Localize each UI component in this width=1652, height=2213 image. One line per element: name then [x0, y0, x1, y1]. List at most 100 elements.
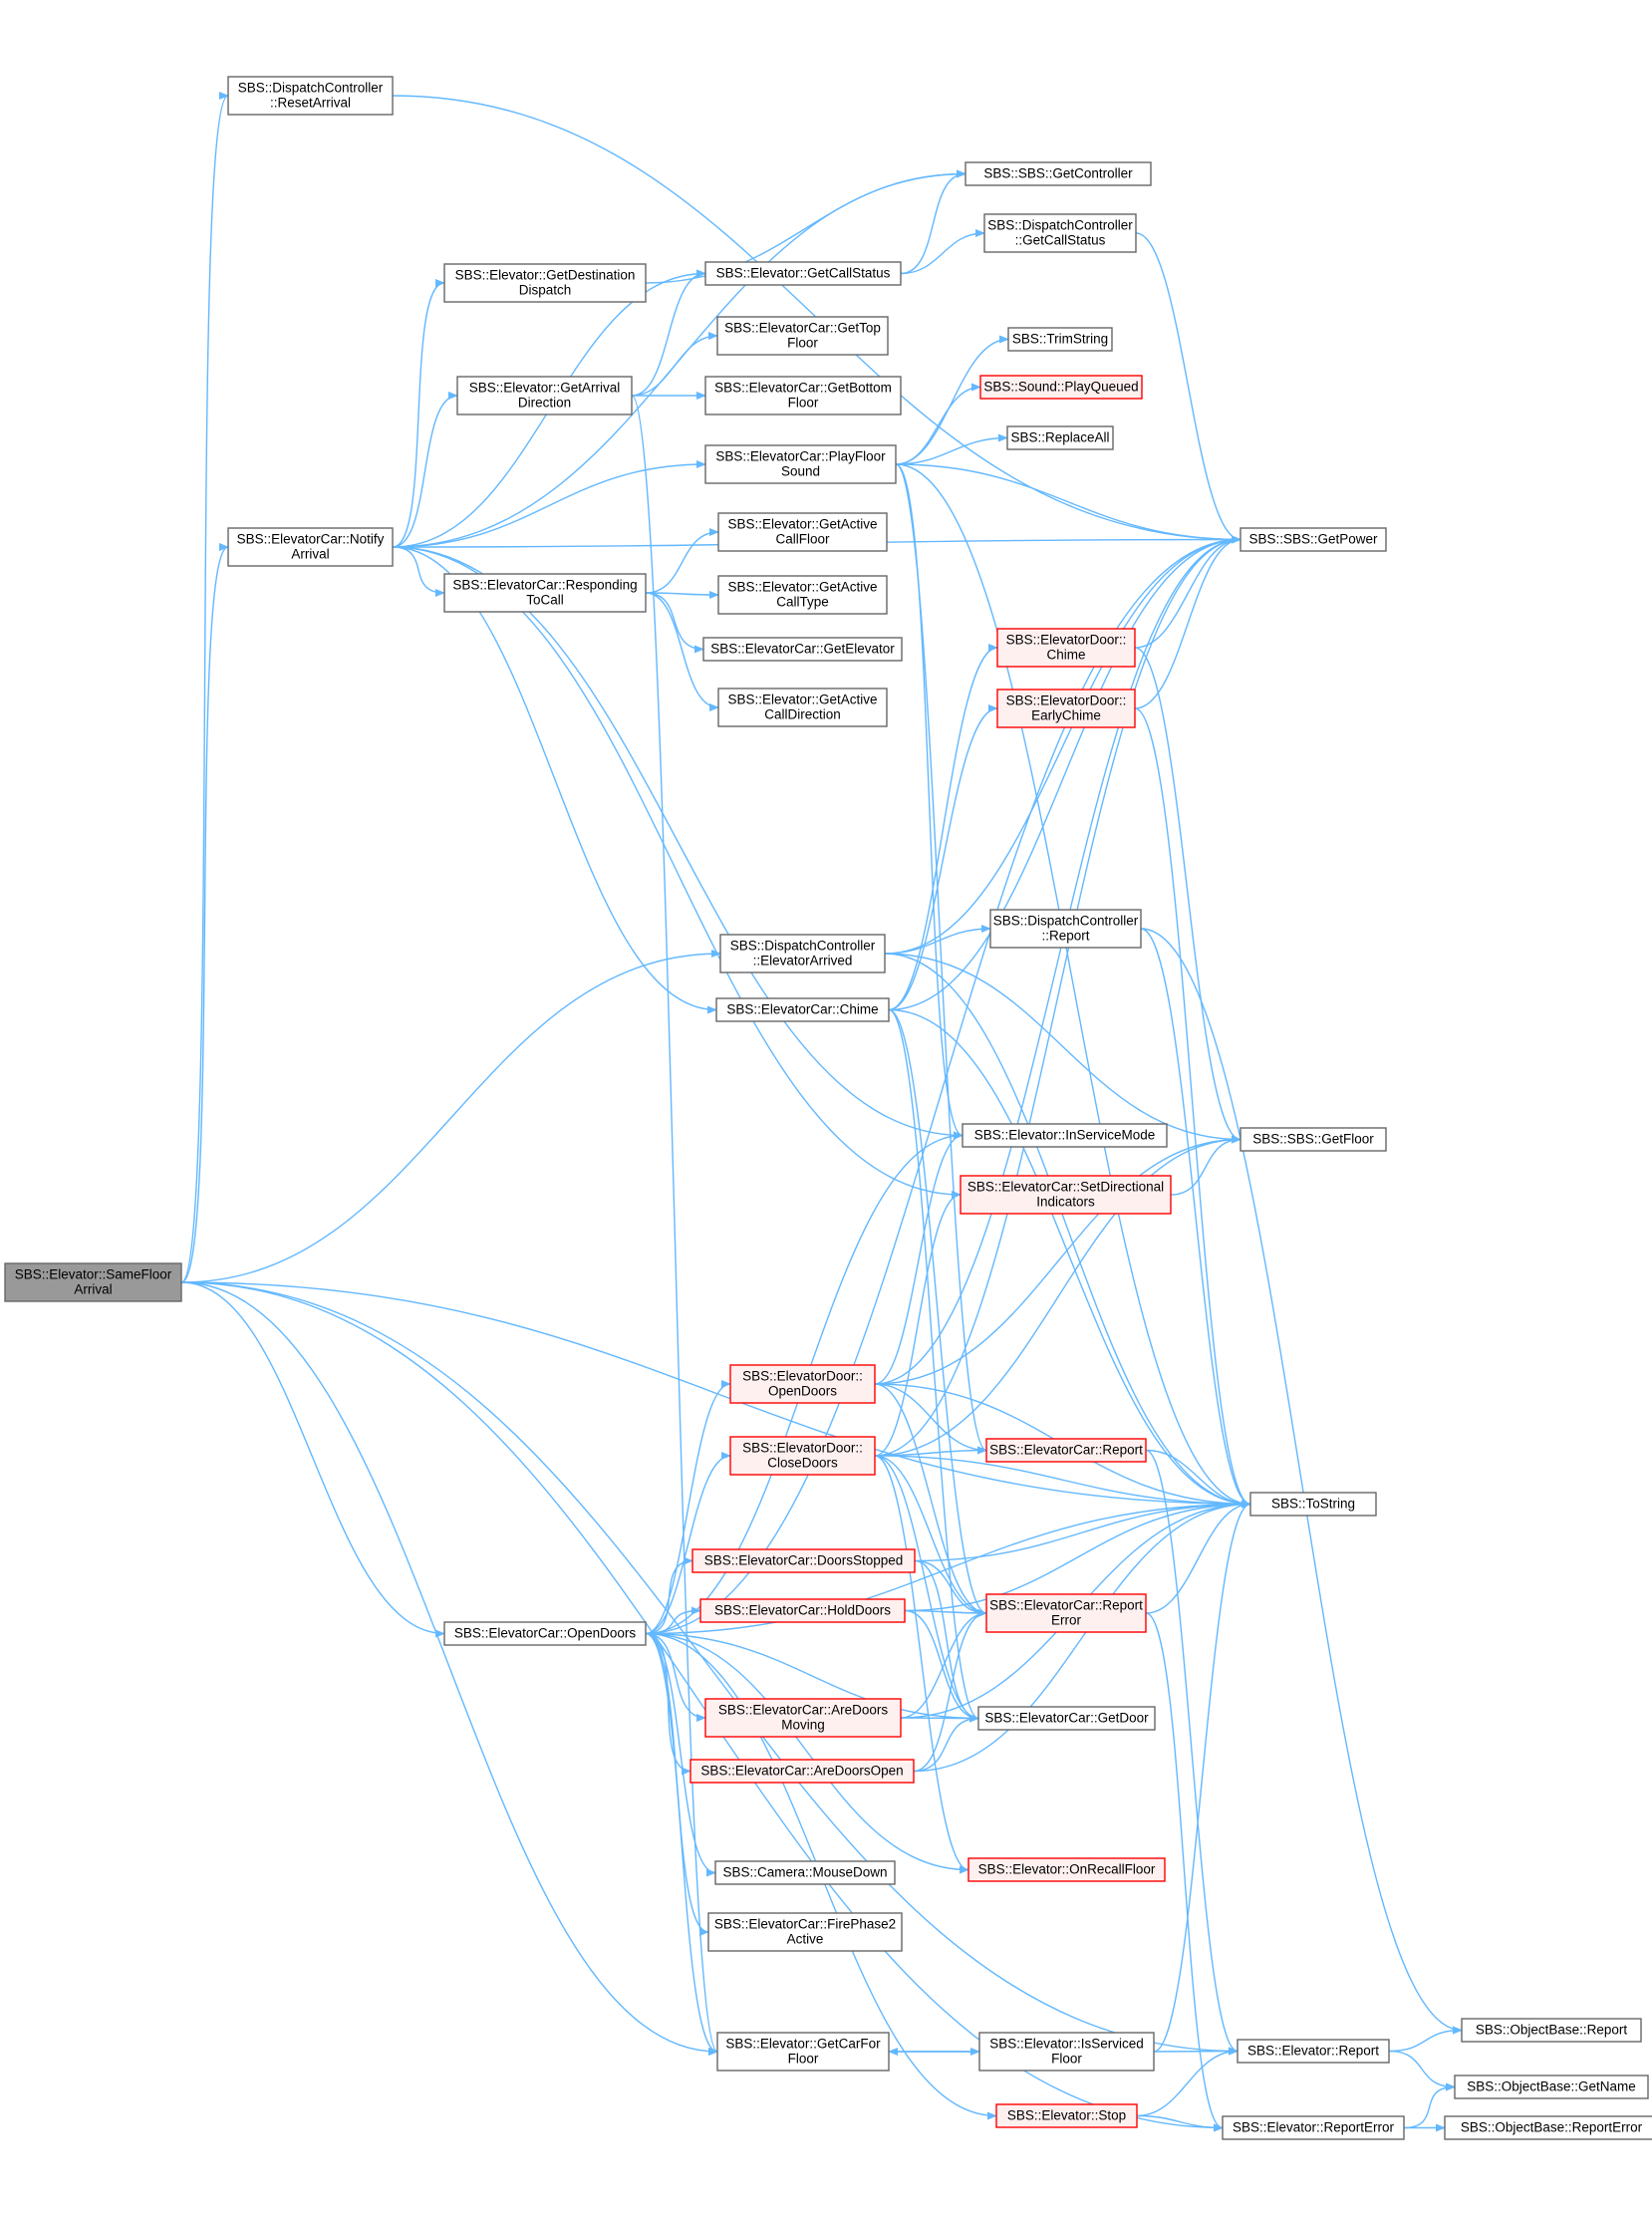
node-label: Floor — [1051, 2052, 1082, 2067]
node-obreport[interactable]: SBS::ObjectBase::Report — [1461, 2018, 1642, 2043]
edge-opendoorsCar-to-tostring — [645, 1500, 1251, 1635]
node-onrecallfloor[interactable]: SBS::Elevator::OnRecallFloor — [967, 1857, 1166, 1882]
edge-isservicedfloor-to-tostring — [1153, 1500, 1251, 2053]
node-obgetname[interactable]: SBS::ObjectBase::GetName — [1454, 2075, 1649, 2099]
node-getfloor[interactable]: SBS::SBS::GetFloor — [1239, 1127, 1387, 1152]
edge-playfloorsound-to-trimstring — [895, 335, 1009, 465]
node-dcgetcallstatus[interactable]: SBS::DispatchController::GetCallStatus — [983, 213, 1137, 253]
node-label: SBS::ElevatorCar::Notify — [237, 532, 385, 547]
node-doorclosedoors[interactable]: SBS::ElevatorDoor::CloseDoors — [729, 1436, 876, 1476]
node-label: Sound — [781, 464, 820, 479]
node-elevarrived[interactable]: SBS::DispatchController::ElevatorArrived — [719, 934, 886, 973]
edge-carchime-to-doorchime — [888, 644, 998, 1011]
node-setdirind[interactable]: SBS::ElevatorCar::SetDirectionalIndicato… — [960, 1175, 1172, 1215]
node-label: SBS::ElevatorCar::GetElevator — [710, 642, 895, 657]
node-label: SBS::ElevatorCar::Report — [989, 1443, 1143, 1458]
node-box — [704, 1698, 902, 1738]
edge-dooropendoors-to-getfloor — [874, 1135, 1241, 1385]
node-getcallstatus[interactable]: SBS::Elevator::GetCallStatus — [704, 261, 902, 286]
node-getdoor[interactable]: SBS::ElevatorCar::GetDoor — [977, 1706, 1156, 1731]
edge-carreport-to-tostring — [1145, 1449, 1251, 1509]
edge-playfloorsound-to-playqueued — [895, 383, 981, 465]
node-box — [689, 1759, 915, 1784]
node-carreport[interactable]: SBS::ElevatorCar::Report — [985, 1438, 1147, 1463]
node-getcontroller[interactable]: SBS::SBS::GetController — [964, 161, 1152, 186]
edge-dcreport-to-tostring — [1140, 928, 1251, 1509]
node-holddoors[interactable]: SBS::ElevatorCar::HoldDoors — [699, 1598, 906, 1623]
edge-respcall-to-getactivecalltype — [645, 590, 719, 599]
edge-doorchime-to-getpower — [1134, 535, 1241, 649]
edge-aredoorsopen-to-tostring — [913, 1500, 1251, 1773]
node-label: SBS::ElevatorCar::SetDirectional — [967, 1180, 1164, 1195]
node-doorearlychime[interactable]: SBS::ElevatorDoor::EarlyChime — [996, 689, 1136, 728]
node-elevreport[interactable]: SBS::Elevator::Report — [1237, 2039, 1390, 2064]
node-label: SBS::SBS::GetFloor — [1252, 1132, 1374, 1147]
node-label: SBS::ElevatorCar::Chime — [726, 1002, 878, 1017]
node-inservicemode[interactable]: SBS::Elevator::InServiceMode — [962, 1123, 1168, 1148]
node-box — [1444, 2115, 1652, 2140]
node-label: SBS::ObjectBase::Report — [1476, 2023, 1628, 2038]
node-label: ::GetCallStatus — [1015, 233, 1106, 248]
node-dooropendoors[interactable]: SBS::ElevatorDoor::OpenDoors — [729, 1364, 876, 1404]
node-tostring[interactable]: SBS::ToString — [1249, 1492, 1377, 1517]
node-box — [227, 527, 394, 567]
edge-playfloorsound-to-carreport — [895, 463, 987, 1455]
edge-notify-to-respcall — [392, 546, 445, 597]
edge-root-to-elevreport — [180, 1281, 1239, 2056]
node-box — [1006, 425, 1114, 450]
node-dcreport[interactable]: SBS::DispatchController::Report — [989, 909, 1142, 949]
node-box — [691, 1548, 916, 1573]
edge-holddoors-to-getdoor — [904, 1609, 979, 1723]
node-getpower[interactable]: SBS::SBS::GetPower — [1239, 527, 1387, 552]
node-label: Error — [1051, 1613, 1082, 1628]
edge-doorclosedoors-to-carreporterror — [874, 1455, 987, 1617]
node-aredoorsopen[interactable]: SBS::ElevatorCar::AreDoorsOpen — [689, 1759, 915, 1784]
node-box — [964, 161, 1152, 186]
node-box — [227, 76, 394, 116]
node-carchime[interactable]: SBS::ElevatorCar::Chime — [715, 997, 890, 1022]
node-label: Active — [787, 1932, 824, 1947]
node-box — [716, 2032, 890, 2072]
edge-elevarrived-to-tostring — [884, 953, 1251, 1509]
node-trimstring[interactable]: SBS::TrimString — [1007, 327, 1113, 352]
node-getelevator[interactable]: SBS::ElevatorCar::GetElevator — [702, 637, 903, 662]
node-elevstop[interactable]: SBS::Elevator::Stop — [995, 2103, 1138, 2128]
edge-isservicedfloor-to-elevreport — [1153, 2047, 1239, 2056]
edge-notify-to-getarrdir — [392, 392, 458, 548]
node-replaceall[interactable]: SBS::ReplaceAll — [1006, 425, 1114, 450]
node-label: Floor — [787, 336, 818, 351]
node-resetarr[interactable]: SBS::DispatchController::ResetArrival — [227, 76, 394, 116]
node-box — [967, 1857, 1166, 1882]
node-label: CallFloor — [775, 532, 830, 547]
node-carreporterror[interactable]: SBS::ElevatorCar::ReportError — [985, 1593, 1147, 1633]
node-box — [716, 316, 889, 356]
node-obreporterror[interactable]: SBS::ObjectBase::ReportError — [1444, 2115, 1652, 2140]
node-playqueued[interactable]: SBS::Sound::PlayQueued — [979, 375, 1143, 400]
node-elevreporterror[interactable]: SBS::Elevator::ReportError — [1222, 2115, 1405, 2140]
node-opendoorsCar[interactable]: SBS::ElevatorCar::OpenDoors — [443, 1621, 647, 1646]
node-doorsstopped[interactable]: SBS::ElevatorCar::DoorsStopped — [691, 1548, 916, 1573]
edge-playfloorsound-to-getpower — [895, 463, 1241, 544]
node-label: CloseDoors — [767, 1456, 838, 1471]
node-mousedown[interactable]: SBS::Camera::MouseDown — [714, 1860, 896, 1885]
node-label: SBS::DispatchController — [987, 218, 1133, 233]
edge-carchime-to-tostring — [888, 1008, 1251, 1509]
edge-carreporterror-to-tostring — [1145, 1500, 1251, 1614]
node-doorchime[interactable]: SBS::ElevatorDoor::Chime — [996, 628, 1136, 668]
